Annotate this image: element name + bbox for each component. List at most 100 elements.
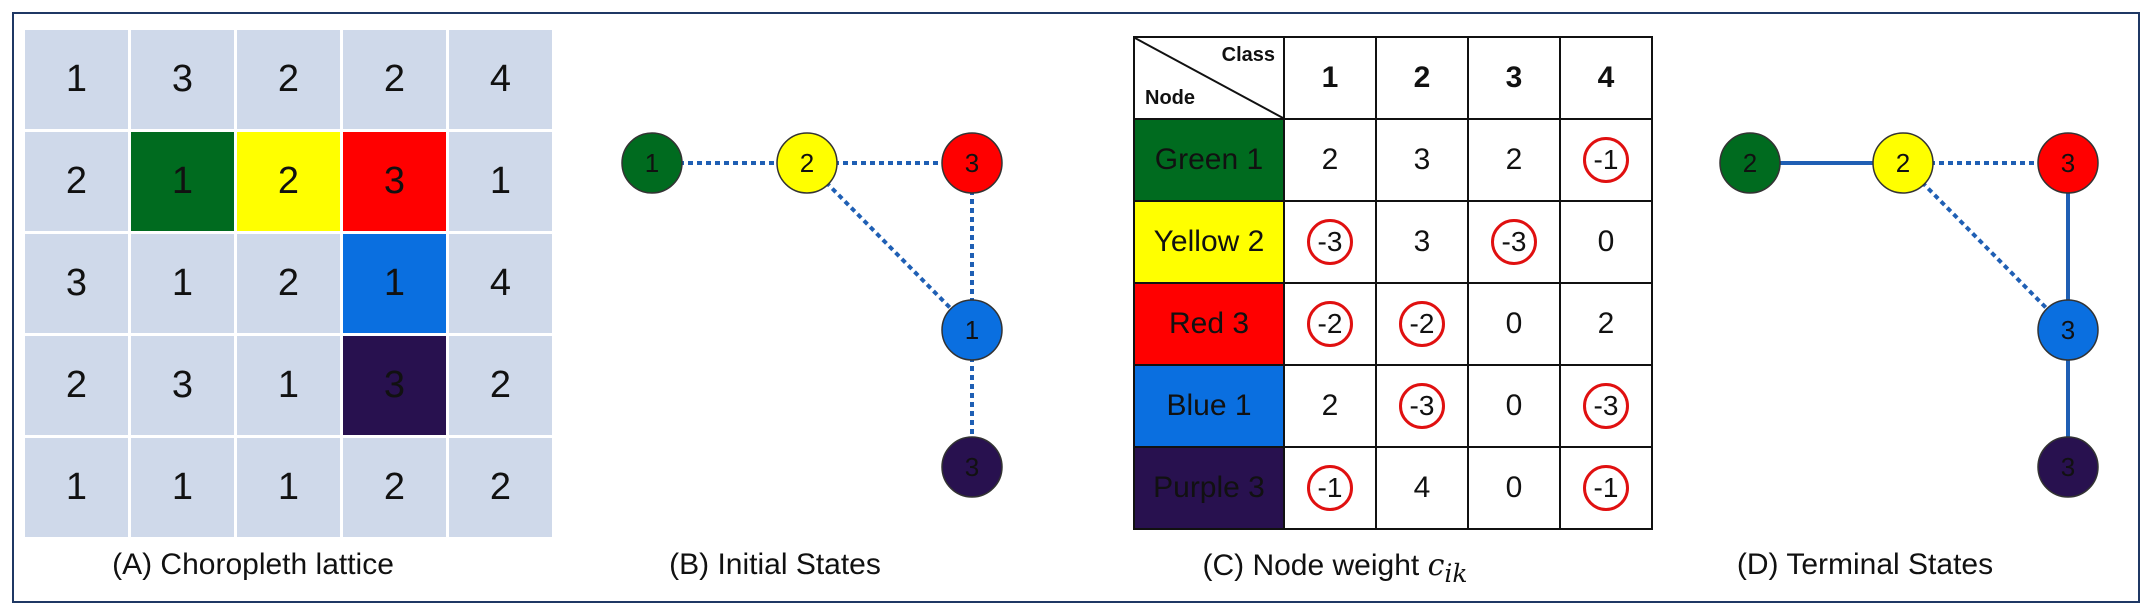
lattice-cell: 1	[237, 438, 340, 537]
table-cell: 2	[1283, 364, 1377, 448]
circled-value: -1	[1583, 465, 1629, 511]
node-red	[2037, 132, 2099, 194]
node-red	[941, 132, 1003, 194]
table-cell: 3	[1375, 118, 1469, 202]
column-header: 1	[1283, 36, 1377, 120]
table-cell: 0	[1467, 446, 1561, 530]
edge-yellow-blue	[1901, 161, 2070, 332]
row-header: Red 3	[1133, 282, 1285, 366]
lattice-cell: 2	[449, 336, 552, 435]
lattice-cell: 1	[25, 30, 128, 129]
lattice-cell: 3	[343, 132, 446, 231]
row-header: Blue 1	[1133, 364, 1285, 448]
node-label-blue: 3	[2061, 315, 2075, 345]
lattice-cell: 2	[343, 438, 446, 537]
caption-b: (B) Initial States	[669, 548, 881, 581]
node-blue	[941, 299, 1003, 361]
column-header: 2	[1375, 36, 1469, 120]
lattice-cell: 4	[449, 234, 552, 333]
caption-a: (A) Choropleth lattice	[112, 548, 394, 581]
lattice-cell: 1	[131, 438, 234, 537]
node-purple	[2037, 436, 2099, 498]
lattice-cell: 3	[131, 336, 234, 435]
table-cell: 2	[1559, 282, 1653, 366]
table-cell: -3	[1283, 200, 1377, 284]
corner-class-label: Class	[1221, 44, 1275, 66]
table-header-row: Class Node 1 2 3 4	[1133, 36, 1653, 120]
node-green	[621, 132, 683, 194]
row-header: Green 1	[1133, 118, 1285, 202]
node-label-yellow: 2	[800, 148, 814, 178]
circled-value: -3	[1491, 219, 1537, 265]
table-corner-cell: Class Node	[1133, 36, 1285, 120]
circled-value: -3	[1307, 219, 1353, 265]
lattice-cell: 1	[237, 336, 340, 435]
corner-node-label: Node	[1145, 87, 1195, 109]
lattice-cell: 2	[237, 30, 340, 129]
node-label-yellow: 2	[1896, 148, 1910, 178]
table-cell: 0	[1467, 282, 1561, 366]
table-cell: -2	[1375, 282, 1469, 366]
circled-value: -3	[1583, 383, 1629, 429]
row-header: Purple 3	[1133, 446, 1285, 530]
caption-c: (C) Node weight cik	[1202, 548, 1467, 589]
node-label-red: 3	[965, 148, 979, 178]
table-cell: -1	[1559, 118, 1653, 202]
edge-yellow-blue	[805, 161, 974, 332]
column-header: 3	[1467, 36, 1561, 120]
lattice-cell: 2	[25, 336, 128, 435]
node-label-blue: 1	[965, 315, 979, 345]
lattice-cell: 1	[131, 132, 234, 231]
circled-value: -1	[1307, 465, 1353, 511]
caption-c-prefix: (C) Node weight	[1202, 549, 1428, 582]
table-cell: 3	[1375, 200, 1469, 284]
table-cell: 0	[1559, 200, 1653, 284]
table-cell: 0	[1467, 364, 1561, 448]
table-cell: -1	[1283, 446, 1377, 530]
node-label-purple: 3	[2061, 452, 2075, 482]
node-blue	[2037, 299, 2099, 361]
lattice-cell: 3	[343, 336, 446, 435]
lattice-cell: 2	[237, 234, 340, 333]
table-cell: -3	[1559, 364, 1653, 448]
node-purple	[941, 436, 1003, 498]
table-cell: 2	[1467, 118, 1561, 202]
node-label-red: 3	[2061, 148, 2075, 178]
node-label-purple: 3	[965, 452, 979, 482]
circled-value: -3	[1399, 383, 1445, 429]
caption-c-symbol: c	[1427, 548, 1445, 583]
node-green	[1719, 132, 1781, 194]
lattice-cell: 1	[25, 438, 128, 537]
caption-c-subscript: ik	[1444, 559, 1468, 588]
table-cell: 4	[1375, 446, 1469, 530]
table-row: Yellow 2 -3 3 -3 0	[1133, 200, 1653, 284]
circled-value: -1	[1583, 137, 1629, 183]
lattice-cell: 1	[449, 132, 552, 231]
lattice-cell: 1	[343, 234, 446, 333]
table-cell: -3	[1375, 364, 1469, 448]
row-header: Yellow 2	[1133, 200, 1285, 284]
lattice-cell: 2	[343, 30, 446, 129]
caption-d: (D) Terminal States	[1736, 548, 1994, 581]
lattice-cell: 1	[131, 234, 234, 333]
circled-value: -2	[1399, 301, 1445, 347]
lattice-cell: 4	[449, 30, 552, 129]
lattice-cell: 2	[449, 438, 552, 537]
lattice-cell: 2	[237, 132, 340, 231]
table-cell: -3	[1467, 200, 1561, 284]
node-yellow	[1872, 132, 1934, 194]
lattice-cell: 2	[25, 132, 128, 231]
lattice-cell: 3	[131, 30, 234, 129]
corner-diagonal	[1135, 38, 1283, 118]
node-label-green: 2	[1743, 148, 1757, 178]
node-yellow	[776, 132, 838, 194]
table-cell: -2	[1283, 282, 1377, 366]
